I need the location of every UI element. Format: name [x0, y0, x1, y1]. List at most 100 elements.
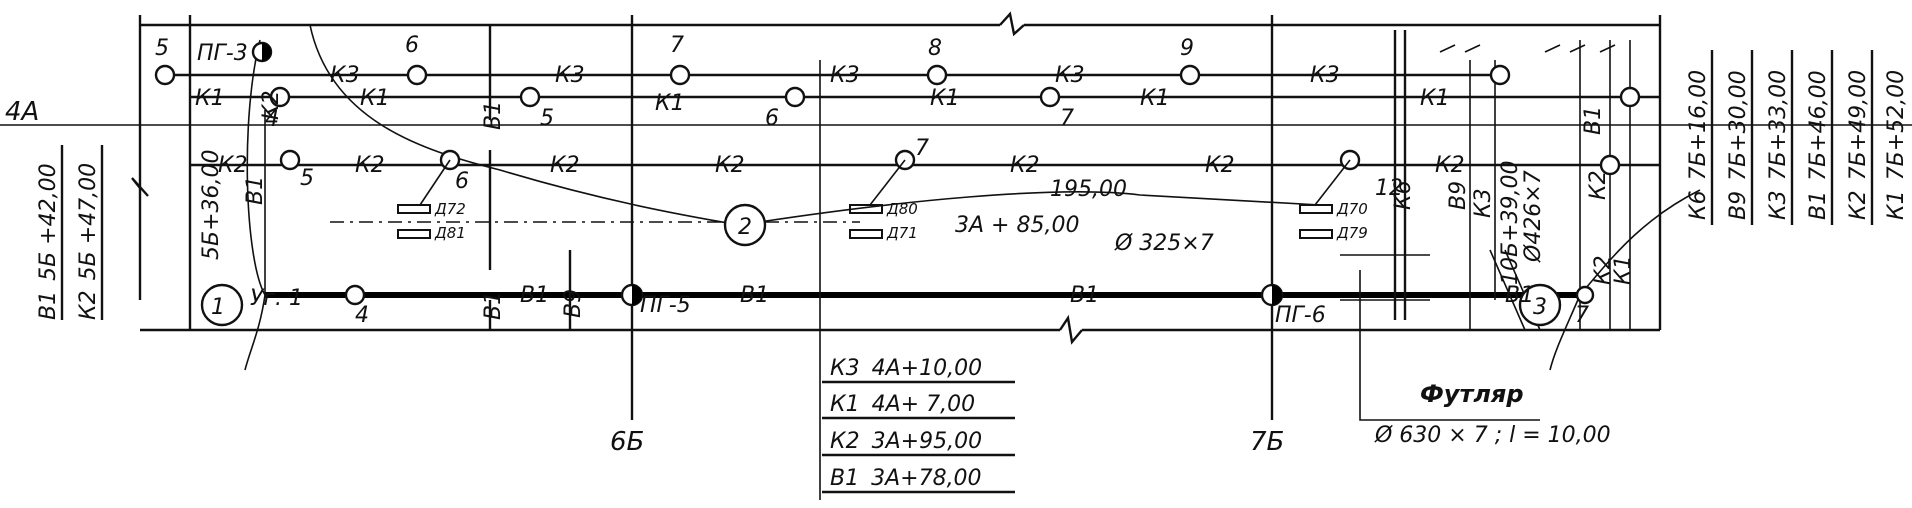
frame-left-break — [131, 177, 149, 197]
d72-label: Д72 — [434, 200, 466, 218]
dist-3a85-label: 3А + 85,00 — [955, 213, 1079, 238]
right-table-row-5: К27Б+49,00 — [1846, 70, 1871, 220]
num-top-7: 7 — [670, 33, 684, 58]
curve-right-bottom — [1549, 294, 1581, 371]
curve-ug1 — [246, 39, 266, 296]
num-top-6: 6 — [405, 33, 419, 58]
well-k2-5 — [279, 149, 301, 171]
hydrant-pg6-fill — [1272, 285, 1282, 305]
pipe-325-label: Ø 325×7 — [1114, 231, 1214, 256]
num-top-8: 8 — [928, 36, 942, 61]
num-k2-5: 5 — [300, 166, 314, 191]
left-table-row-2: К25Б +47,00 — [76, 163, 101, 320]
circle-3-label: 3 — [1533, 295, 1547, 320]
inlet-d81 — [397, 229, 431, 239]
tag-k2-5: К2 — [1010, 153, 1040, 178]
right-dim1-label: 10Б+39,00 — [1498, 160, 1523, 285]
d81-label: Д81 — [434, 224, 466, 242]
num-k1-7: 7 — [1060, 106, 1074, 131]
tag-k3-3: К3 — [830, 63, 860, 88]
vtag-k3-right: К3 — [1471, 188, 1496, 218]
num-k1-5: 5 — [540, 106, 554, 131]
vtag-k2-left: К2 — [259, 90, 284, 120]
num-k2-6: 6 — [455, 169, 469, 194]
num-k2-12: 12 — [1375, 176, 1403, 201]
well-k2-end — [1599, 154, 1621, 176]
well-top-8 — [926, 64, 948, 86]
route-line-2 — [309, 24, 1321, 226]
left-table: В15Б +42,00 К25Б +47,00 — [36, 145, 104, 320]
pg5-label: ПГ-5 — [640, 293, 691, 318]
section-7b-label: 7Б — [1250, 427, 1284, 457]
d71-label: Д71 — [886, 224, 918, 242]
inlet-d72 — [397, 204, 431, 214]
hydrant-pg3-fill — [262, 43, 271, 61]
tag-k2-2: К2 — [355, 153, 385, 178]
num-b1-4: 4 — [355, 303, 369, 328]
tag-k1-1: К1 — [195, 86, 225, 111]
well-k1-4 — [269, 86, 291, 108]
right-table-row-2: В97Б+30,00 — [1726, 70, 1751, 220]
right-table-row-3: К37Б+33,00 — [1766, 70, 1791, 220]
case-leader — [1359, 270, 1540, 421]
right-table-row-4: В17Б+46,00 — [1806, 70, 1831, 220]
circle-1 — [200, 283, 244, 327]
vtag-b1-left: В1 — [243, 176, 268, 205]
tag-b1-1: В1 — [520, 283, 549, 308]
tag-k3-5: К3 — [1310, 63, 1340, 88]
vtag-k2-right-a: К2 — [1586, 170, 1611, 200]
vtag-k1-right: К1 — [1611, 255, 1636, 285]
tag-k1-4: К1 — [930, 86, 960, 111]
d79-label: Д79 — [1336, 224, 1368, 242]
wells-b1 — [251, 41, 1595, 307]
well-top-9 — [1179, 64, 1201, 86]
num-top-9: 9 — [1180, 36, 1194, 61]
well-top-7 — [669, 64, 691, 86]
pg3-label: ПГ-3 — [197, 41, 248, 66]
tick-marks — [1439, 44, 1616, 53]
vtag-b9-right: В9 — [1446, 181, 1471, 210]
num-k2-7: 7 — [915, 136, 929, 161]
wells-k1 — [269, 86, 1641, 108]
circle-2-label: 2 — [738, 215, 752, 240]
case-note-spec: Ø 630 × 7 ; l = 10,00 — [1374, 423, 1611, 448]
rain-inlets — [397, 159, 1351, 239]
case-note-title: Футляр — [1420, 380, 1524, 408]
section-4a-label: 4А — [5, 97, 39, 127]
right-dim2-label: Ø426×7 — [1521, 170, 1546, 263]
tag-k2-6: К2 — [1205, 153, 1235, 178]
well-k1-end — [1619, 86, 1641, 108]
circle-1-label: 1 — [211, 295, 225, 320]
num-k1-6: 6 — [765, 106, 779, 131]
tag-k2-1: К2 — [218, 153, 248, 178]
num-b1-7: 7 — [1575, 303, 1589, 328]
well-k1-7 — [1039, 86, 1061, 108]
tag-b1-2: В1 — [740, 283, 769, 308]
num-k1-4: 4 — [265, 107, 279, 132]
vtag-b9: В9 — [561, 289, 586, 318]
well-b1-4 — [344, 284, 366, 306]
tag-k2-4: К2 — [715, 153, 745, 178]
inlet-d79 — [1299, 229, 1333, 239]
inlet-d80 — [849, 204, 883, 214]
tag-k1-3: К1 — [655, 91, 685, 116]
tag-k3-4: К3 — [1055, 63, 1085, 88]
dist-195-label: 195,00 — [1050, 177, 1127, 202]
vtag-b1-right: В1 — [1581, 106, 1606, 135]
well-top-6 — [406, 64, 428, 86]
well-k3-end — [1489, 64, 1511, 86]
circle-2 — [723, 203, 767, 247]
vtag-k2-right-b: К2 — [1591, 255, 1616, 285]
ug1-label: Уг. 1 — [250, 286, 303, 311]
vtag-b1-b: В1 — [481, 291, 506, 320]
left-dim-label: 5Б+36,00 — [199, 149, 224, 260]
vtag-k6: К6 — [1391, 180, 1416, 210]
right-table-row-1: К67Б+16,00 — [1686, 70, 1711, 220]
well-k1-5 — [519, 86, 541, 108]
curve-ug1-bottom — [244, 294, 266, 371]
